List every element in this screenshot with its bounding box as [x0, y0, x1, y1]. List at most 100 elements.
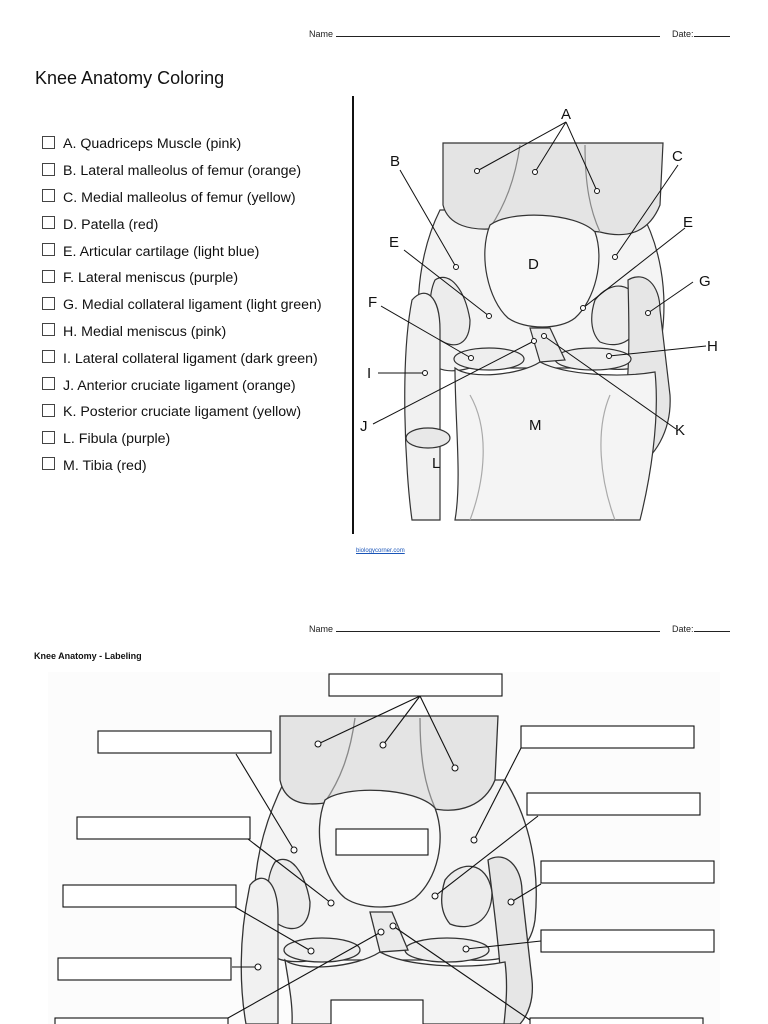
patella	[484, 214, 600, 328]
label-i: I	[367, 365, 371, 382]
label-c: C	[672, 148, 683, 165]
name-blank[interactable]	[335, 622, 660, 632]
key-checkbox[interactable]	[42, 162, 55, 176]
name-field-1: Name	[309, 27, 660, 39]
key-item-label: G. Medial collateral ligament (light gre…	[63, 297, 322, 314]
name-blank[interactable]	[335, 27, 660, 37]
label-e-right: E	[683, 214, 693, 231]
key-item-g: G. Medial collateral ligament (light gre…	[42, 292, 322, 319]
key-item-label: I. Lateral collateral ligament (dark gre…	[63, 350, 318, 367]
key-checkbox[interactable]	[42, 296, 55, 310]
date-blank[interactable]	[693, 27, 730, 37]
leader-dots	[254, 740, 515, 971]
quadriceps-fiber	[489, 144, 601, 233]
label-e-left: E	[389, 234, 399, 251]
name-label: Name	[309, 29, 334, 39]
key-checkbox[interactable]	[42, 135, 55, 149]
key-item-label: A. Quadriceps Muscle (pink)	[63, 136, 242, 153]
label-boxes	[54, 673, 715, 1024]
key-item-label: F. Lateral meniscus (purple)	[63, 270, 239, 287]
label-box-quadriceps[interactable]	[328, 673, 503, 697]
label-j: J	[360, 418, 368, 435]
credit-link[interactable]: biologycorner.com	[356, 548, 405, 554]
label-box-articular-right[interactable]	[526, 792, 701, 816]
key-item-e: E. Articular cartilage (light blue)	[42, 238, 322, 265]
key-item-f: F. Lateral meniscus (purple)	[42, 265, 322, 292]
fibula	[404, 292, 441, 521]
label-k: K	[675, 422, 685, 439]
key-item-j: J. Anterior cruciate ligament (orange)	[42, 372, 322, 399]
label-l: L	[432, 455, 440, 472]
page-title: Knee Anatomy Coloring	[35, 68, 225, 88]
color-key-list: A. Quadriceps Muscle (pink) B. Lateral m…	[42, 131, 322, 479]
label-h: H	[707, 338, 718, 355]
key-checkbox[interactable]	[42, 323, 55, 337]
tibia	[454, 361, 657, 521]
key-item-a: A. Quadriceps Muscle (pink)	[42, 131, 322, 158]
label-m: M	[529, 417, 542, 434]
label-box-lateral-malleolus[interactable]	[97, 730, 272, 754]
leader-dots	[422, 168, 651, 376]
knee-diagram-blank	[48, 672, 720, 1024]
label-box-tibia[interactable]	[330, 999, 424, 1024]
key-checkbox[interactable]	[42, 269, 55, 283]
label-box-acl[interactable]	[54, 1017, 229, 1024]
lateral-meniscus	[453, 347, 525, 371]
medial-collateral-ligament	[487, 856, 534, 1024]
label-d: D	[528, 256, 539, 273]
key-item-d: D. Patella (red)	[42, 211, 322, 238]
label-box-articular-left[interactable]	[76, 816, 251, 840]
key-item-label: E. Articular cartilage (light blue)	[63, 243, 260, 260]
date-blank[interactable]	[693, 622, 730, 632]
key-item-label: J. Anterior cruciate ligament (orange)	[63, 377, 296, 394]
key-checkbox[interactable]	[42, 457, 55, 471]
key-item-h: H. Medial meniscus (pink)	[42, 319, 322, 346]
fibula-head	[405, 427, 451, 449]
key-checkbox[interactable]	[42, 430, 55, 444]
key-item-label: B. Lateral malleolus of femur (orange)	[63, 163, 302, 180]
key-checkbox[interactable]	[42, 243, 55, 257]
label-box-lcl[interactable]	[57, 957, 232, 981]
key-item-i: I. Lateral collateral ligament (dark gre…	[42, 345, 322, 372]
lateral-meniscus	[283, 937, 361, 963]
leader-lines	[372, 121, 707, 430]
key-checkbox[interactable]	[42, 377, 55, 391]
label-box-medial-malleolus[interactable]	[520, 725, 695, 749]
label-box-medial-meniscus[interactable]	[540, 929, 715, 953]
medial-condyle	[441, 865, 493, 928]
date-label: Date:	[672, 29, 694, 39]
label-box-lateral-meniscus[interactable]	[62, 884, 237, 908]
key-item-k: K. Posterior cruciate ligament (yellow)	[42, 399, 322, 426]
key-item-label: C. Medial malleolus of femur (yellow)	[63, 189, 296, 206]
medial-meniscus	[404, 937, 490, 963]
key-checkbox[interactable]	[42, 403, 55, 417]
date-field-1: Date:	[672, 27, 730, 39]
key-item-label: L. Fibula (purple)	[63, 431, 171, 448]
knee-drawing	[240, 715, 537, 1024]
name-field-2: Name	[309, 622, 660, 634]
key-item-c: C. Medial malleolus of femur (yellow)	[42, 185, 322, 212]
key-item-label: D. Patella (red)	[63, 216, 159, 233]
leader-lines	[227, 695, 542, 1021]
quadriceps-fiber	[324, 717, 436, 809]
label-g: G	[699, 273, 711, 290]
key-checkbox[interactable]	[42, 350, 55, 364]
key-checkbox[interactable]	[42, 189, 55, 203]
column-divider	[352, 96, 354, 534]
key-checkbox[interactable]	[42, 216, 55, 230]
key-item-label: M. Tibia (red)	[63, 457, 147, 474]
label-f: F	[368, 294, 377, 311]
label-a: A	[561, 106, 571, 123]
label-box-pcl[interactable]	[529, 1017, 704, 1024]
key-item-b: B. Lateral malleolus of femur (orange)	[42, 158, 322, 185]
label-b: B	[390, 153, 400, 170]
page-title-labeling: Knee Anatomy - Labeling	[34, 651, 142, 661]
label-box-patella[interactable]	[335, 828, 429, 856]
date-label: Date:	[672, 624, 694, 634]
date-field-2: Date:	[672, 622, 730, 634]
key-item-label: K. Posterior cruciate ligament (yellow)	[63, 404, 302, 421]
cruciate-ligaments	[369, 911, 409, 953]
key-item-l: L. Fibula (purple)	[42, 426, 322, 453]
key-item-m: M. Tibia (red)	[42, 453, 322, 480]
label-box-mcl[interactable]	[540, 860, 715, 884]
